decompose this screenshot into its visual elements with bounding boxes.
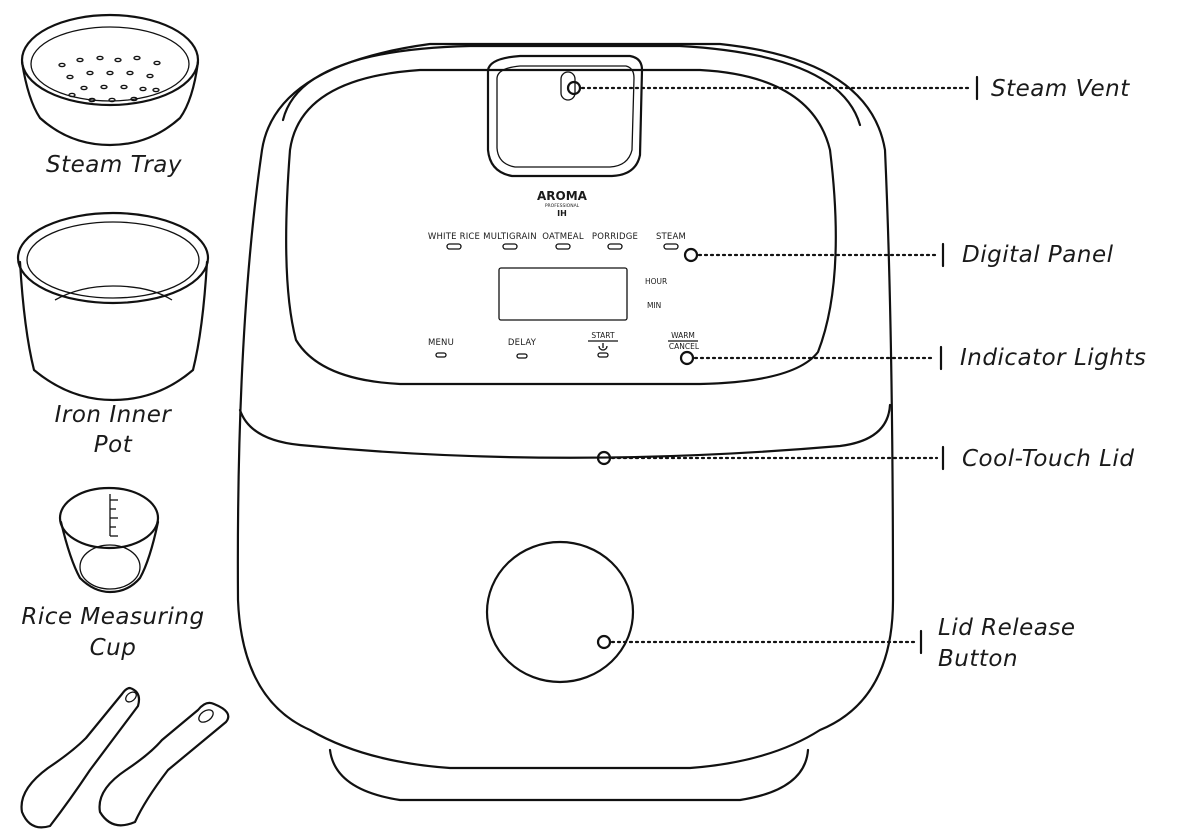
lower-buttons: MENU DELAY START WARM CANCEL bbox=[428, 331, 700, 359]
power-icon bbox=[598, 343, 608, 351]
mode-light-steam[interactable] bbox=[663, 243, 679, 250]
rice-paddles bbox=[20, 686, 230, 829]
lid-release-marker bbox=[596, 634, 612, 650]
lid-seam bbox=[238, 403, 892, 459]
brand-logo: AROMA PROFESSIONAL IH bbox=[537, 189, 588, 218]
rice-cooker bbox=[236, 42, 895, 802]
measuring-cup-label-line1: Rice Measuring bbox=[21, 604, 204, 630]
brand-name: AROMA bbox=[537, 189, 588, 203]
menu-label: MENU bbox=[428, 338, 454, 348]
measuring-cup: Rice Measuring Cup bbox=[21, 486, 204, 661]
digital-panel-marker bbox=[683, 247, 699, 263]
brand-badge: IH bbox=[557, 209, 567, 218]
mode-label-steam: STEAM bbox=[656, 232, 686, 242]
cooker-body bbox=[236, 42, 895, 770]
steam-tray-inner-rim bbox=[30, 26, 190, 102]
measuring-cup-label-line2: Cup bbox=[90, 635, 137, 661]
steam-tray: Steam Tray bbox=[20, 13, 200, 178]
mode-light-porridge[interactable] bbox=[607, 243, 623, 250]
inner-pot: Iron Inner Pot bbox=[16, 211, 210, 458]
mode-label-white-rice: WHITE RICE bbox=[428, 232, 480, 242]
measuring-cup-base bbox=[79, 544, 141, 590]
mode-label-porridge: PORRIDGE bbox=[592, 232, 638, 242]
lcd-display bbox=[498, 267, 628, 321]
steam-tray-wall bbox=[20, 60, 200, 147]
steam-vent-cap bbox=[486, 54, 644, 178]
cooker-base bbox=[328, 748, 810, 802]
start-label: START bbox=[591, 331, 615, 340]
digital-panel-callout: Digital Panel bbox=[962, 242, 1114, 268]
mode-light-white-rice[interactable] bbox=[446, 243, 462, 250]
mode-label-multigrain: MULTIGRAIN bbox=[483, 232, 537, 242]
menu-button[interactable] bbox=[435, 352, 447, 358]
cool-touch-lid-callout: Cool-Touch Lid bbox=[962, 446, 1134, 472]
lid-ridge bbox=[281, 44, 862, 127]
steam-tray-rim bbox=[20, 13, 200, 107]
start-button[interactable] bbox=[597, 352, 609, 358]
warm-label: WARM bbox=[671, 331, 695, 340]
indicator-lights-marker bbox=[679, 350, 695, 366]
inner-pot-inner-rim bbox=[26, 221, 200, 299]
inner-pot-label-line1: Iron Inner bbox=[55, 402, 173, 428]
inner-pot-label-line2: Pot bbox=[94, 432, 133, 458]
lid-release-callout-line1: Lid Release bbox=[938, 615, 1076, 641]
inner-pot-bottom bbox=[54, 285, 173, 301]
top-panel bbox=[285, 68, 837, 386]
lid-release-button[interactable] bbox=[485, 540, 635, 684]
brand-sub: PROFESSIONAL bbox=[545, 203, 580, 209]
rice-paddle-1 bbox=[20, 686, 141, 829]
lid-release-callout-line2: Button bbox=[938, 646, 1018, 672]
steam-vent-callout: Steam Vent bbox=[991, 76, 1130, 102]
min-label: MIN bbox=[647, 301, 661, 310]
mode-light-multigrain[interactable] bbox=[502, 243, 518, 250]
measuring-cup-rim bbox=[58, 486, 160, 550]
inner-pot-rim bbox=[16, 211, 210, 305]
delay-button[interactable] bbox=[516, 353, 528, 359]
mode-light-oatmeal[interactable] bbox=[555, 243, 571, 250]
indicator-lights-callout: Indicator Lights bbox=[960, 345, 1146, 371]
steam-vent-marker bbox=[566, 80, 582, 96]
steam-vent-knob bbox=[560, 71, 576, 101]
steam-tray-holes bbox=[58, 55, 161, 103]
delay-label: DELAY bbox=[508, 338, 537, 348]
mode-label-oatmeal: OATMEAL bbox=[542, 232, 584, 242]
cancel-label: CANCEL bbox=[669, 342, 700, 351]
inner-pot-wall bbox=[18, 260, 209, 402]
steam-vent-cap-inner bbox=[496, 65, 635, 168]
cool-touch-lid-marker bbox=[596, 450, 612, 466]
rice-paddle-2 bbox=[98, 701, 230, 827]
display-units: HOUR MIN bbox=[645, 277, 667, 310]
callouts: Steam Vent Digital Panel Indicator Light… bbox=[566, 75, 1146, 672]
measuring-cup-wall bbox=[59, 520, 160, 594]
mode-buttons: WHITE RICE MULTIGRAIN OATMEAL PORRIDGE S… bbox=[428, 232, 686, 250]
steam-tray-label: Steam Tray bbox=[46, 152, 182, 178]
hour-label: HOUR bbox=[645, 277, 667, 286]
